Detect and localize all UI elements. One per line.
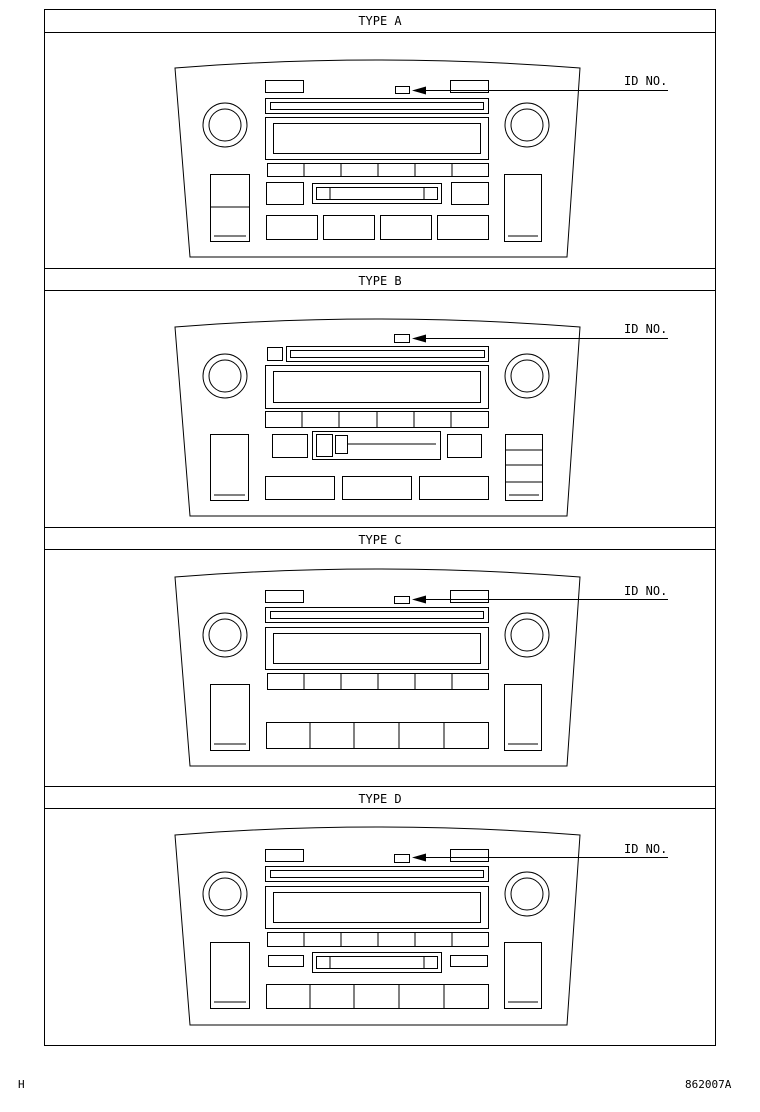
display-window <box>265 886 489 929</box>
bottom-button <box>437 215 489 240</box>
bottom-button <box>342 476 412 500</box>
disc-slot <box>265 607 489 623</box>
id-label: ID NO. <box>624 74 667 88</box>
arrow-icon <box>412 334 426 343</box>
left-side-button <box>210 942 250 1009</box>
id-number-plate <box>394 854 410 863</box>
panel-type-c: TYPE C <box>44 533 715 787</box>
right-knob <box>504 871 550 917</box>
left-knob <box>202 353 248 399</box>
arrow-icon <box>412 86 426 95</box>
panel-type-d: TYPE D <box>44 792 715 1026</box>
right-side-button <box>504 942 542 1009</box>
radio-faceplate <box>174 568 581 767</box>
radio-unit-d <box>174 826 581 1026</box>
right-knob <box>504 102 550 148</box>
small-button-left <box>272 434 308 458</box>
top-left-button <box>265 80 304 93</box>
small-button-right <box>447 434 482 458</box>
panel-title: TYPE A <box>358 14 402 28</box>
small-button-right <box>450 955 488 967</box>
right-side-button <box>505 434 543 501</box>
panel-title: TYPE B <box>358 274 401 288</box>
radio-faceplate <box>174 826 581 1026</box>
top-right-button <box>450 590 489 603</box>
id-label: ID NO. <box>624 842 667 856</box>
bottom-button <box>380 215 432 240</box>
id-number-plate <box>394 596 410 604</box>
display-window <box>265 365 489 409</box>
radio-unit-b <box>174 318 581 517</box>
arrow-icon <box>412 595 426 604</box>
left-knob <box>202 612 248 658</box>
top-right-button <box>450 849 489 862</box>
bottom-button <box>419 476 489 500</box>
panel-type-a: TYPE A <box>44 14 715 269</box>
eject-button <box>267 347 283 361</box>
figure-number: 862007A <box>685 1078 732 1091</box>
small-button-left <box>268 955 304 967</box>
radio-faceplate <box>174 59 581 258</box>
left-knob <box>202 871 248 917</box>
radio-unit-a <box>174 59 581 258</box>
top-left-button <box>265 590 304 603</box>
small-button-left <box>266 182 304 205</box>
panel-type-b: TYPE B <box>44 274 715 528</box>
radio-faceplate <box>174 318 581 517</box>
footer-left-code: H <box>18 1078 25 1091</box>
panel-title: TYPE D <box>358 792 401 806</box>
top-left-button <box>265 849 304 862</box>
left-side-button <box>210 684 250 751</box>
panel-title: TYPE C <box>358 533 401 547</box>
disc-slot <box>265 98 489 114</box>
display-window <box>265 627 489 670</box>
disc-slot <box>286 346 489 362</box>
right-side-button <box>504 684 542 751</box>
top-right-button <box>450 80 489 93</box>
disc-slot <box>265 866 489 882</box>
small-button-right <box>451 182 489 205</box>
right-knob <box>504 353 550 399</box>
bottom-button-row <box>266 722 489 749</box>
left-side-button <box>210 174 250 242</box>
left-side-button <box>210 434 249 501</box>
cassette-slot <box>312 431 441 460</box>
bottom-button <box>323 215 375 240</box>
cassette-slot <box>312 183 442 204</box>
id-label: ID NO. <box>624 584 667 598</box>
id-number-plate <box>395 86 410 94</box>
bottom-button <box>266 215 318 240</box>
right-knob <box>504 612 550 658</box>
cassette-slot <box>312 952 442 973</box>
right-side-button <box>504 174 542 242</box>
radio-unit-c <box>174 568 581 767</box>
arrow-icon <box>412 853 426 862</box>
bottom-button <box>265 476 335 500</box>
bottom-button-row <box>266 984 489 1009</box>
id-number-plate <box>394 334 410 343</box>
display-window <box>265 117 489 160</box>
left-knob <box>202 102 248 148</box>
id-label: ID NO. <box>624 322 667 336</box>
